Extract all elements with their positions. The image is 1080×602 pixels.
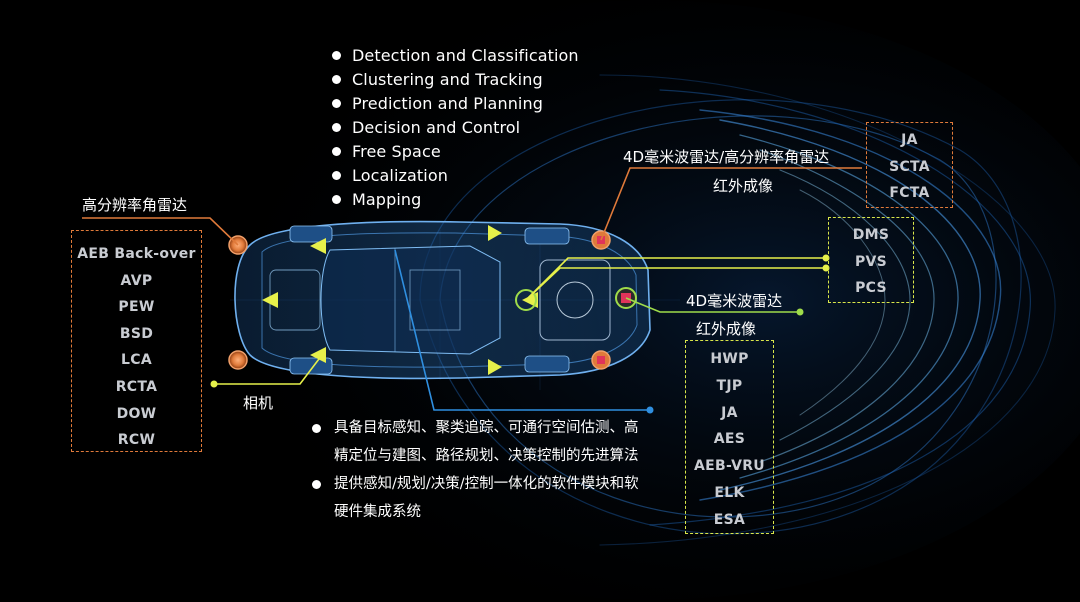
capability-label: Prediction and Planning xyxy=(352,94,543,113)
function-box-top-right: JA SCTA FCTA xyxy=(866,122,953,208)
function-item: AEB-VRU xyxy=(686,453,773,480)
bullet-icon xyxy=(312,480,321,489)
function-item: AVP xyxy=(72,268,201,295)
bullet-icon xyxy=(312,424,321,433)
function-item: BSD xyxy=(72,321,201,348)
capability-item: Decision and Control xyxy=(332,115,579,139)
bullet-icon xyxy=(332,171,341,180)
bullet-icon xyxy=(332,99,341,108)
bullet-icon xyxy=(332,51,341,60)
function-item: JA xyxy=(867,127,952,154)
function-item: LCA xyxy=(72,347,201,374)
capability-text: 具备目标感知、聚类追踪、可通行空间估测、高精定位与建图、路径规划、决策控制的先进… xyxy=(334,420,639,464)
function-item: ELK xyxy=(686,480,773,507)
function-item: ESA xyxy=(686,507,773,534)
capability-item: Clustering and Tracking xyxy=(332,67,579,91)
function-item: RCW xyxy=(72,427,201,454)
function-box-bottom-right: HWP TJP JA AES AEB-VRU ELK ESA xyxy=(685,340,774,534)
capability-text: 提供感知/规划/决策/控制一体化的软件模块和软硬件集成系统 xyxy=(334,476,639,520)
radar-label-top: 4D毫米波雷达/高分辨率角雷达 xyxy=(623,146,829,167)
function-item: DMS xyxy=(829,222,913,249)
function-item: DOW xyxy=(72,401,201,428)
function-item: PEW xyxy=(72,294,201,321)
function-box-left: AEB Back-over AVP PEW BSD LCA RCTA DOW R… xyxy=(71,230,202,452)
capability-item: Free Space xyxy=(332,139,579,163)
function-item: AEB Back-over xyxy=(72,241,201,268)
bullet-icon xyxy=(332,123,341,132)
bullet-icon xyxy=(332,75,341,84)
function-item: PCS xyxy=(829,275,913,302)
corner-radar-label: 高分辨率角雷达 xyxy=(82,194,187,215)
capability-item: Mapping xyxy=(332,187,579,211)
function-item: TJP xyxy=(686,373,773,400)
infrared-label-mid: 红外成像 xyxy=(696,318,756,339)
capability-item: Prediction and Planning xyxy=(332,91,579,115)
function-item: PVS xyxy=(829,249,913,276)
capability-item-cn: 提供感知/规划/决策/控制一体化的软件模块和软硬件集成系统 xyxy=(312,470,642,526)
capabilities-list-en: Detection and Classification Clustering … xyxy=(332,43,579,211)
capability-label: Localization xyxy=(352,166,448,185)
function-item: RCTA xyxy=(72,374,201,401)
infrared-label-top: 红外成像 xyxy=(713,175,773,196)
radar-sensor xyxy=(229,351,247,369)
capability-item-cn: 具备目标感知、聚类追踪、可通行空间估测、高精定位与建图、路径规划、决策控制的先进… xyxy=(312,414,642,470)
capability-label: Mapping xyxy=(352,190,421,209)
bullet-icon xyxy=(332,147,341,156)
capability-label: Detection and Classification xyxy=(352,46,579,65)
capability-label: Decision and Control xyxy=(352,118,520,137)
car-illustration xyxy=(235,222,650,379)
capabilities-list-cn: 具备目标感知、聚类追踪、可通行空间估测、高精定位与建图、路径规划、决策控制的先进… xyxy=(312,414,642,526)
camera-label: 相机 xyxy=(243,392,273,413)
capability-label: Clustering and Tracking xyxy=(352,70,543,89)
capability-label: Free Space xyxy=(352,142,441,161)
function-item: FCTA xyxy=(867,180,952,207)
function-item: HWP xyxy=(686,346,773,373)
function-item: JA xyxy=(686,400,773,427)
capability-item: Detection and Classification xyxy=(332,43,579,67)
capability-item: Localization xyxy=(332,163,579,187)
bullet-icon xyxy=(332,195,341,204)
radar-label-mid: 4D毫米波雷达 xyxy=(686,290,782,311)
function-item: AES xyxy=(686,426,773,453)
function-item: SCTA xyxy=(867,154,952,181)
function-box-mid-right: DMS PVS PCS xyxy=(828,217,914,303)
